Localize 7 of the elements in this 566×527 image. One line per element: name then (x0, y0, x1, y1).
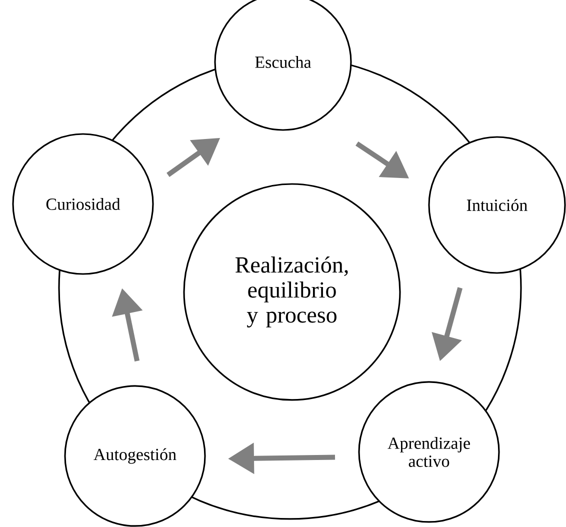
circle-node: Curiosidad (12, 133, 154, 275)
circle-node: Intuición (428, 136, 566, 274)
node-label: Aprendizaje activo (388, 437, 470, 467)
node-label: Autogestión (94, 448, 176, 464)
node-label: Intuición (466, 198, 528, 211)
circle-node: Aprendizaje activo (358, 381, 500, 523)
circle-node: Autogestión (64, 385, 206, 527)
